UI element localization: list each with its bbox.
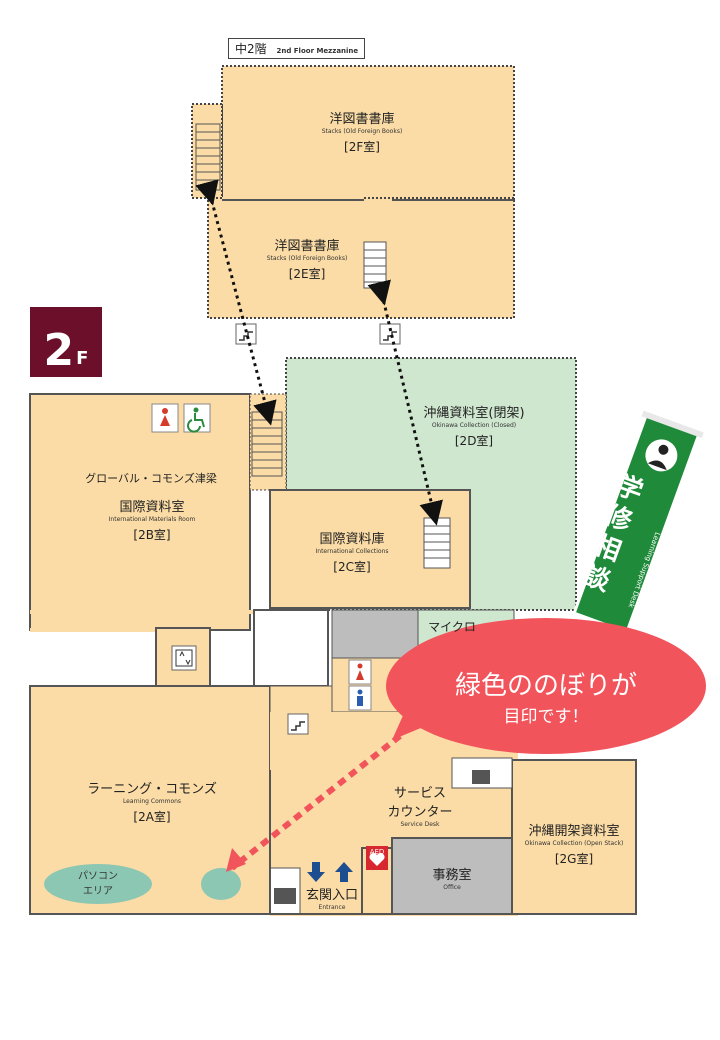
room-2d-name: 沖縄資料室(閉架) bbox=[423, 406, 525, 421]
callout-bubble bbox=[386, 618, 706, 754]
stairs-sign-icon bbox=[235, 323, 257, 345]
room-2d-code: [2D室] bbox=[454, 434, 494, 448]
stair-connection-path bbox=[367, 279, 443, 526]
global-commons-label: グローバル・コモンズ津梁 bbox=[85, 472, 217, 485]
mezzanine-label-ja: 中2階 bbox=[235, 42, 267, 56]
room-2a-label[interactable]: ラーニング・コモンズ Learning Commons [2A室] bbox=[87, 778, 217, 825]
room-2e-code: [2E室] bbox=[288, 267, 326, 281]
room-2g-label[interactable]: 沖縄開架資料室 Okinawa Collection (Open Stack) … bbox=[525, 820, 624, 867]
room-2e-en: Stacks (Old Foreign Books) bbox=[266, 255, 348, 262]
entrance-label[interactable]: 玄関入口 Entrance bbox=[306, 884, 358, 911]
office-label[interactable]: 事務室 Office bbox=[432, 864, 471, 891]
elevator-icon bbox=[171, 645, 197, 671]
callout-line1: 緑色ののぼりが bbox=[454, 671, 638, 701]
aed-icon bbox=[366, 846, 388, 870]
callout-arrow bbox=[230, 733, 402, 871]
service-desk-label[interactable]: サービス カウンター Service Desk bbox=[387, 782, 452, 828]
pc-area-line1: パソコン bbox=[78, 871, 118, 882]
restroom-women-icon bbox=[151, 403, 179, 433]
room-2a-code: [2A室] bbox=[133, 810, 171, 824]
room-2g-name: 沖縄開架資料室 bbox=[528, 824, 620, 839]
room-2c-en: International Collections bbox=[315, 548, 389, 555]
restroom-women-icon bbox=[348, 659, 372, 685]
room-2f-en: Stacks (Old Foreign Books) bbox=[321, 128, 403, 135]
room-2f-code: [2F室] bbox=[344, 140, 380, 154]
banner-location-marker bbox=[201, 868, 241, 900]
pc-area-ellipse bbox=[44, 864, 152, 904]
room-2d-en: Okinawa Collection (Closed) bbox=[431, 422, 517, 429]
room-2d-label[interactable]: 沖縄資料室(閉架) Okinawa Collection (Closed) [2… bbox=[423, 402, 524, 449]
pc-area-label: パソコン エリア bbox=[78, 869, 118, 899]
room-2e-label[interactable]: 洋図書書庫 Stacks (Old Foreign Books) [2E室] bbox=[267, 235, 348, 282]
room-2c-label[interactable]: 国際資料庫 International Collections [2C室] bbox=[315, 528, 388, 575]
office-en: Office bbox=[443, 884, 461, 891]
micro-room-label: マイクロ bbox=[428, 620, 476, 634]
room-2c-code: [2C室] bbox=[333, 560, 371, 574]
entrance-name: 玄関入口 bbox=[305, 888, 359, 903]
arrow-down-icon bbox=[307, 862, 325, 882]
room-2b-en: International Materials Room bbox=[108, 516, 196, 523]
accessible-restroom-icon bbox=[183, 403, 211, 433]
stairs-sign-icon bbox=[287, 713, 309, 735]
floor-number: 2 bbox=[43, 325, 75, 376]
service-desk-en: Service Desk bbox=[400, 821, 440, 828]
room-2a-name: ラーニング・コモンズ bbox=[87, 782, 217, 797]
floor-suffix: F bbox=[76, 348, 89, 369]
mezzanine-label: 中2階 2nd Floor Mezzanine bbox=[228, 38, 366, 59]
room-2g-code: [2G室] bbox=[554, 852, 594, 866]
room-2b-code: [2B室] bbox=[133, 528, 171, 542]
callout-text: 緑色ののぼりが 目印です！ bbox=[455, 665, 637, 727]
entrance-en: Entrance bbox=[318, 904, 346, 911]
room-2g-en: Okinawa Collection (Open Stack) bbox=[524, 840, 624, 847]
room-2f-name: 洋図書書庫 bbox=[329, 112, 395, 127]
mezzanine-area bbox=[191, 65, 515, 319]
mezzanine-label-en: 2nd Floor Mezzanine bbox=[276, 47, 359, 55]
room-2e-name: 洋図書書庫 bbox=[274, 239, 340, 254]
stairs-sign-icon bbox=[379, 323, 401, 345]
service-desk-line2: カウンター bbox=[387, 805, 453, 820]
stair-connection-path bbox=[195, 179, 277, 426]
callout-line2: 目印です！ bbox=[503, 707, 589, 727]
room-2f-label[interactable]: 洋図書書庫 Stacks (Old Foreign Books) [2F室] bbox=[322, 108, 403, 155]
room-2b-label[interactable]: 国際資料室 International Materials Room [2B室] bbox=[109, 496, 196, 543]
room-2b-name: 国際資料室 bbox=[119, 500, 185, 515]
aed-label: AED bbox=[369, 848, 385, 856]
room-2a-en: Learning Commons bbox=[122, 798, 182, 805]
floor-badge: 2 F bbox=[30, 307, 102, 377]
mezz-stairs-right bbox=[363, 241, 387, 289]
restroom-men-icon bbox=[348, 685, 372, 711]
service-desk-line1: サービス bbox=[393, 786, 447, 801]
pc-area-line2: エリア bbox=[83, 886, 113, 897]
arrow-up-icon bbox=[335, 862, 353, 882]
office-name: 事務室 bbox=[432, 868, 472, 883]
room-2c-name: 国際資料庫 bbox=[319, 532, 385, 547]
